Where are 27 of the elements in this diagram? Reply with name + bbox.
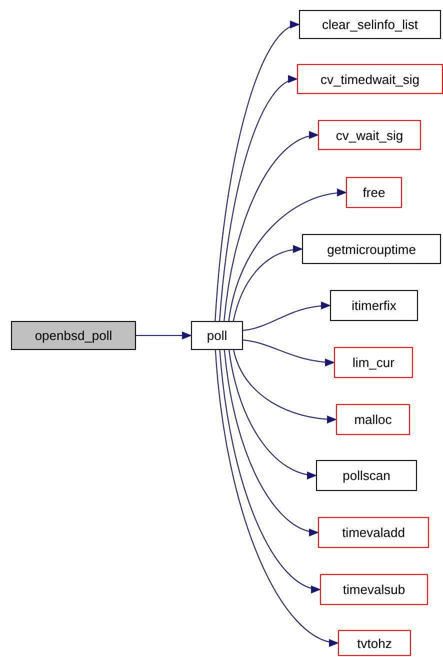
arrow: [214, 350, 339, 646]
arrow: [214, 23, 300, 322]
function-box: getmicrouptime: [302, 234, 441, 264]
arrow: [224, 132, 319, 322]
function-box: timevaladd: [318, 517, 429, 548]
arrow: [228, 189, 347, 322]
arrow: [219, 350, 321, 592]
function-box: cv_wait_sig: [318, 120, 421, 150]
function-box: poll: [191, 321, 243, 350]
arrow: [228, 350, 317, 479]
arrow: [242, 340, 335, 366]
function-box: cv_timedwait_sig: [297, 64, 443, 94]
function-box: free: [346, 177, 402, 208]
function-box: timevalsub: [320, 574, 428, 605]
arrow: [224, 350, 319, 536]
function-box: pollscan: [316, 460, 417, 491]
arrow: [233, 350, 337, 424]
arrow: [136, 332, 192, 340]
function-box: lim_cur: [334, 347, 413, 378]
function-box: clear_selinfo_list: [299, 10, 441, 39]
function-box: openbsd_poll: [11, 321, 136, 350]
arrow: [219, 77, 298, 322]
function-box: itimerfix: [330, 290, 418, 321]
arrow: [232, 246, 303, 322]
arrow: [242, 302, 331, 331]
function-box: tvtohz: [338, 630, 411, 656]
function-box: malloc: [336, 404, 410, 435]
